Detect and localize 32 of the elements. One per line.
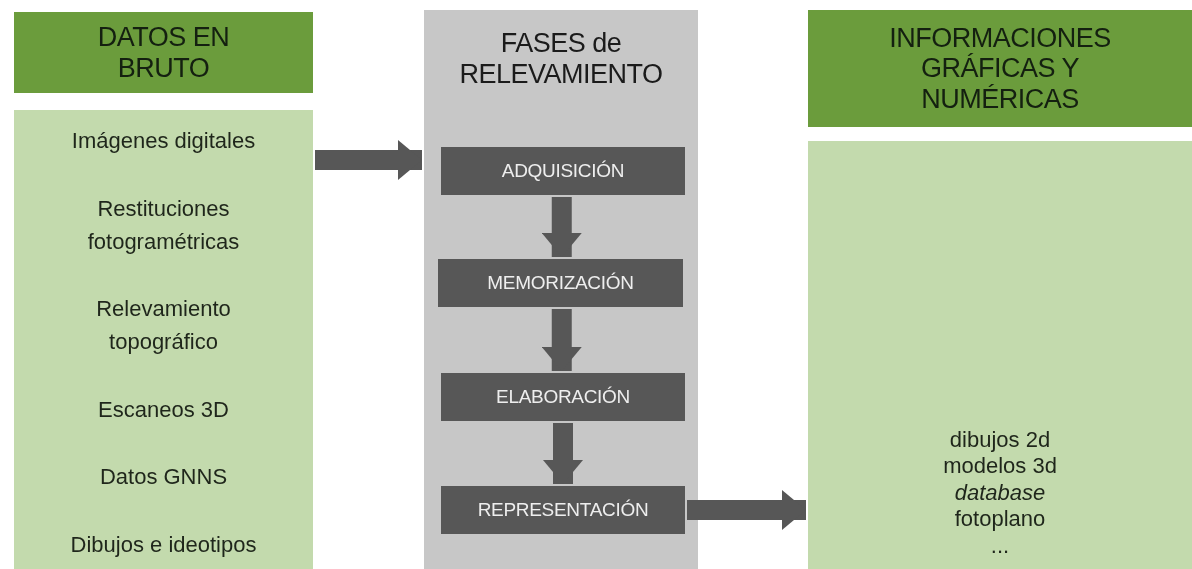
output-item-text: dibujos 2d bbox=[949, 427, 1051, 454]
step-label: MEMORIZACIÓN bbox=[487, 272, 634, 294]
heading-text: DATOS EN BRUTO bbox=[96, 22, 231, 83]
list-item-text: Escaneos 3D bbox=[98, 395, 229, 424]
step-label: REPRESENTACIÓN bbox=[477, 499, 649, 521]
step-box bbox=[441, 373, 685, 421]
block-arrow bbox=[541, 309, 582, 371]
heading-bar bbox=[808, 10, 1192, 127]
list-item-text: Datos GNNS bbox=[99, 463, 228, 492]
step-label: ADQUISICIÓN bbox=[501, 160, 625, 182]
block-arrow bbox=[541, 197, 582, 257]
output-panel bbox=[808, 141, 1192, 569]
list-item-text: Dibujos e ideotipos bbox=[70, 530, 257, 559]
list-item-text: Restituciones fotogramétricas bbox=[86, 194, 241, 256]
step-box bbox=[441, 486, 685, 534]
list-item-text: Relevamiento topográfico bbox=[95, 295, 232, 357]
block-arrow bbox=[315, 140, 422, 180]
block-arrow bbox=[687, 490, 806, 530]
output-item-text: fotoplano bbox=[954, 506, 1046, 533]
list-item-text: Imágenes digitales bbox=[71, 127, 256, 155]
output-item-text: modelos 3d bbox=[943, 453, 1057, 480]
step-label: ELABORACIÓN bbox=[496, 386, 630, 408]
panel-title: FASES de RELEVAMIENTO bbox=[458, 28, 664, 91]
list-panel bbox=[14, 110, 313, 569]
block-arrow bbox=[543, 423, 583, 484]
output-item-text: database bbox=[954, 479, 1046, 507]
step-box bbox=[441, 147, 685, 195]
output-item-text: ... bbox=[990, 532, 1010, 559]
heading-bar bbox=[14, 12, 313, 93]
phases-panel bbox=[424, 10, 698, 569]
step-box bbox=[438, 259, 683, 307]
heading-text: INFORMACIONES GRÁFICAS Y NUMÉRICAS bbox=[888, 23, 1112, 114]
